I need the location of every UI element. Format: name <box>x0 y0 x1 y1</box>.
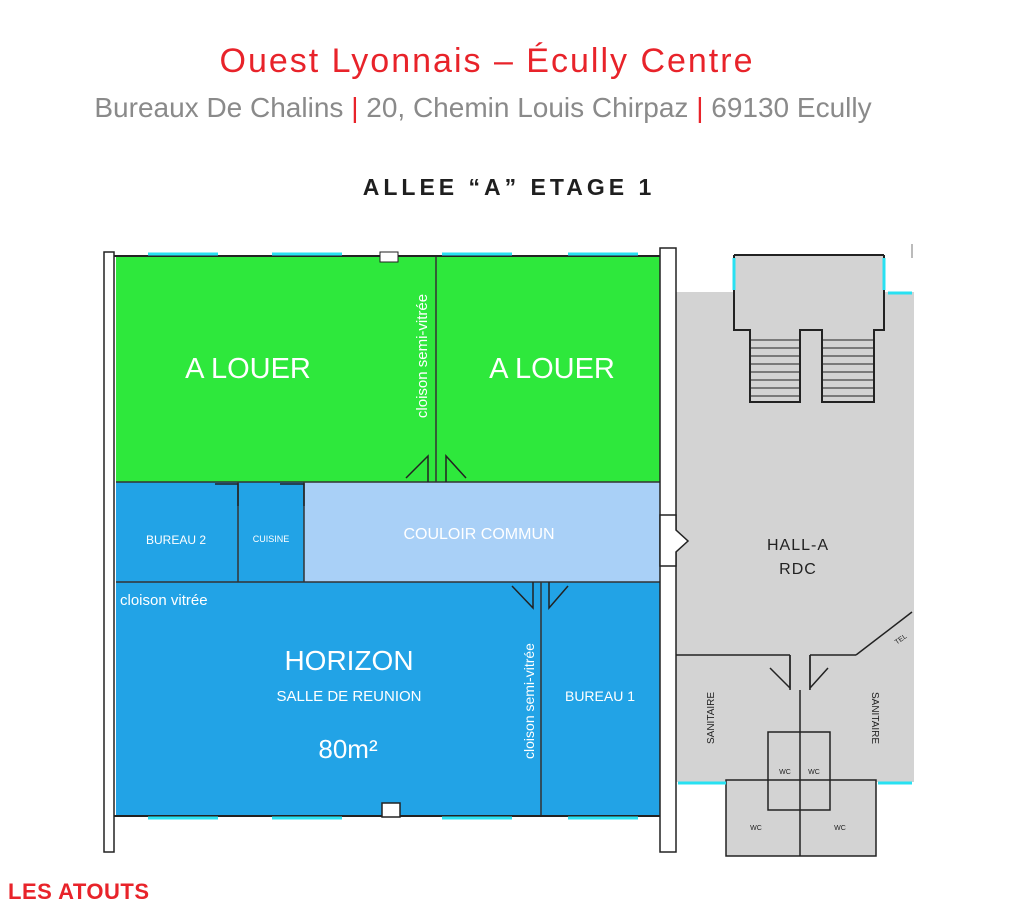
address-line: Bureaux De Chalins | 20, Chemin Louis Ch… <box>0 92 966 124</box>
label-cloison-vitree: cloison vitrée <box>120 592 208 609</box>
staircase <box>733 254 885 403</box>
room-bureau-2 <box>116 482 238 582</box>
label-a-louer-right: A LOUER <box>489 353 615 385</box>
page-title: Ouest Lyonnais – Écully Centre <box>219 42 755 80</box>
label-sanitaire-left: SANITAIRE <box>706 692 717 744</box>
building-name: Bureaux De Chalins <box>94 92 344 123</box>
label-cuisine: CUISINE <box>253 534 290 544</box>
room-a-louer-right <box>436 256 662 482</box>
door-swings <box>215 454 569 611</box>
windows <box>148 252 912 820</box>
label-wc: WC <box>750 825 762 832</box>
label-a-louer-left: A LOUER <box>185 353 311 385</box>
label-salle-de-reunion: SALLE DE REUNION <box>276 688 421 705</box>
label-cloison-semi-vitree-top: cloison semi-vitrée <box>414 294 431 418</box>
room-couloir-commun <box>304 482 660 582</box>
hall-area <box>676 255 914 857</box>
label-area: 80m² <box>318 734 378 764</box>
label-wc: WC <box>779 769 791 776</box>
label-bureau-2: BUREAU 2 <box>146 533 206 547</box>
room-cuisine <box>238 482 304 582</box>
label-wc: WC <box>834 825 846 832</box>
entrance-arrow <box>659 514 690 567</box>
separator: | <box>351 92 359 123</box>
label-bureau-1: BUREAU 1 <box>565 688 635 704</box>
city-address: 69130 Ecully <box>711 92 872 123</box>
label-hall-a: HALL-A <box>767 537 829 554</box>
label-wc: WC <box>808 769 820 776</box>
label-sanitaire-right: SANITAIRE <box>869 692 880 744</box>
sanitary-block <box>676 611 913 856</box>
room-a-louer-left <box>116 256 436 482</box>
street-address: 20, Chemin Louis Chirpaz <box>366 92 689 123</box>
label-cloison-semi-vitree-bottom: cloison semi-vitrée <box>521 643 537 759</box>
floor-title: ALLEE “A” ETAGE 1 <box>362 174 656 200</box>
room-bureau-1 <box>541 582 660 816</box>
label-rdc: RDC <box>779 561 817 578</box>
label-horizon: HORIZON <box>284 645 413 676</box>
section-title-les-atouts: LES ATOUTS <box>8 879 150 904</box>
separator: | <box>696 92 704 123</box>
room-horizon <box>116 582 541 816</box>
label-couloir-commun: COULOIR COMMUN <box>403 526 554 543</box>
